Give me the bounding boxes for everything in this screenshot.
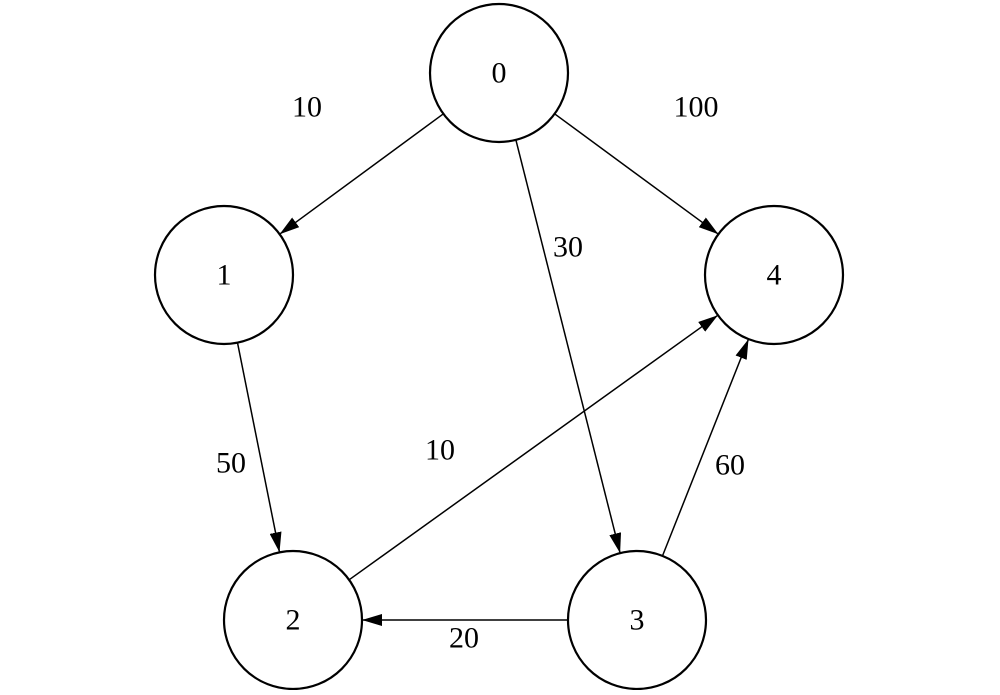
edge-2-to-4 [348,314,719,581]
node-2: 2 [222,549,364,691]
weights-layer: 10 100 30 50 10 60 20 [216,91,745,655]
node-4: 4 [703,204,845,346]
edges-layer [236,113,750,626]
node-2-label: 2 [286,604,301,637]
node-0-circle [428,2,570,144]
node-2-circle [222,549,364,691]
node-1-label: 1 [217,259,232,292]
edge-weight-3-4: 60 [715,449,745,482]
node-4-circle [703,204,845,346]
node-3-circle [566,549,708,691]
node-3: 3 [566,549,708,691]
node-3-label: 3 [630,604,645,637]
edge-0-to-3 [515,139,622,554]
node-1: 1 [153,204,295,346]
edge-weight-0-3: 30 [553,231,583,264]
edge-weight-0-1: 10 [292,91,322,124]
edge-weight-1-2: 50 [216,447,246,480]
node-1-circle [153,204,295,346]
edge-0-to-4 [554,113,719,235]
edge-3-to-4 [661,338,750,557]
node-0: 0 [428,2,570,144]
node-4-label: 4 [767,259,782,292]
nodes-layer: 0 1 2 3 4 [153,2,845,691]
node-0-label: 0 [492,57,507,90]
edge-1-to-2 [236,342,282,553]
edge-weight-3-2: 20 [449,622,479,655]
edge-weight-2-4: 10 [425,434,455,467]
edge-0-to-1 [279,113,444,235]
edge-weight-0-4: 100 [674,91,719,124]
